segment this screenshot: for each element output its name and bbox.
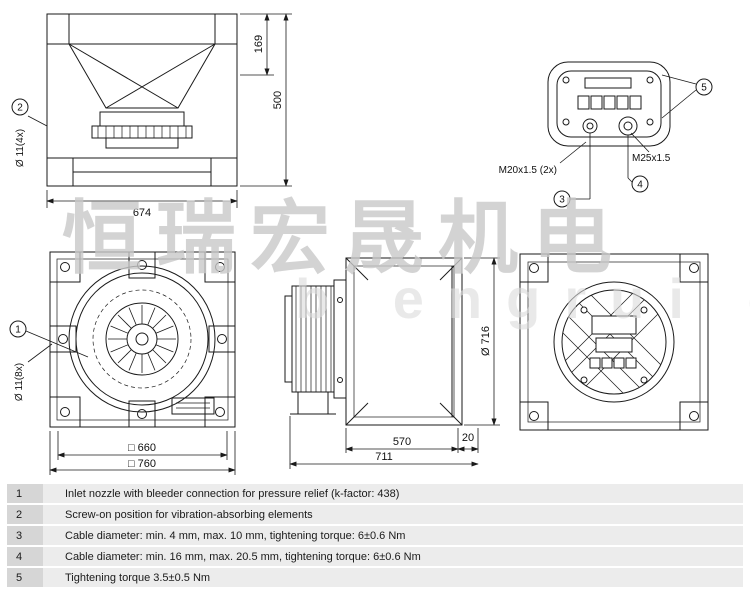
- gland-label-m25: M25x1.5: [632, 153, 671, 164]
- rear-view: [519, 253, 709, 431]
- table-row: 4 Cable diameter: min. 16 mm, max. 20.5 …: [7, 547, 743, 566]
- section-view: [46, 13, 238, 187]
- note-text: Cable diameter: min. 4 mm, max. 10 mm, t…: [43, 526, 743, 545]
- note-number: 2: [7, 505, 43, 524]
- svg-text:1: 1: [15, 325, 21, 336]
- notes-table: 1 Inlet nozzle with bleeder connection f…: [7, 484, 743, 589]
- section-view-dimensions: [27, 13, 292, 208]
- drawing-canvas: 674 169 500 2 Ø 11(4x) 5 4: [9, 13, 713, 475]
- table-row: 2 Screw-on position for vibration-absorb…: [7, 505, 743, 524]
- dim-169: 169: [253, 35, 265, 53]
- impeller-blades: [108, 305, 176, 373]
- dim-570: 570: [393, 436, 411, 448]
- svg-text:3: 3: [559, 195, 565, 206]
- gland-label-m20: M20x1.5 (2x): [499, 165, 557, 176]
- svg-text:5: 5: [701, 83, 707, 94]
- callout-1: 1: [9, 320, 27, 338]
- note-number: 3: [7, 526, 43, 545]
- note-number: 5: [7, 568, 43, 587]
- table-row: 5 Tightening torque 3.5±0.5 Nm: [7, 568, 743, 587]
- note-text: Tightening torque 3.5±0.5 Nm: [43, 568, 743, 587]
- note-text: Cable diameter: min. 16 mm, max. 20.5 mm…: [43, 547, 743, 566]
- dim-500: 500: [272, 91, 284, 109]
- callout-4: 4: [631, 175, 649, 193]
- table-row: 3 Cable diameter: min. 4 mm, max. 10 mm,…: [7, 526, 743, 545]
- dim-711: 711: [375, 451, 393, 463]
- dim-760: □ 760: [128, 458, 156, 470]
- front-view: [49, 251, 236, 428]
- hole-label-4x: Ø 11(4x): [15, 129, 26, 167]
- dim-20: 20: [462, 432, 474, 444]
- note-text: Inlet nozzle with bleeder connection for…: [43, 484, 743, 503]
- side-view: [284, 257, 463, 426]
- hole-label-8x: Ø 11(8x): [14, 363, 25, 401]
- callout-5: 5: [695, 78, 713, 96]
- table-row: 1 Inlet nozzle with bleeder connection f…: [7, 484, 743, 503]
- svg-text:4: 4: [637, 180, 643, 191]
- front-view-dimensions: [25, 330, 236, 475]
- note-number: 4: [7, 547, 43, 566]
- dim-674: 674: [133, 207, 151, 219]
- callout-2: 2: [11, 98, 29, 116]
- callout-3: 3: [553, 190, 571, 208]
- side-view-dimensions: [289, 257, 500, 469]
- terminal-box-view: [547, 61, 671, 147]
- dim-660: □ 660: [128, 442, 156, 454]
- note-text: Screw-on position for vibration-absorbin…: [43, 505, 743, 524]
- svg-text:2: 2: [17, 103, 23, 114]
- terminal-box-leaders: [559, 74, 697, 200]
- technical-drawing: 674 169 500 2 Ø 11(4x) 5 4: [9, 13, 750, 475]
- dim-716: Ø 716: [480, 326, 492, 356]
- note-number: 1: [7, 484, 43, 503]
